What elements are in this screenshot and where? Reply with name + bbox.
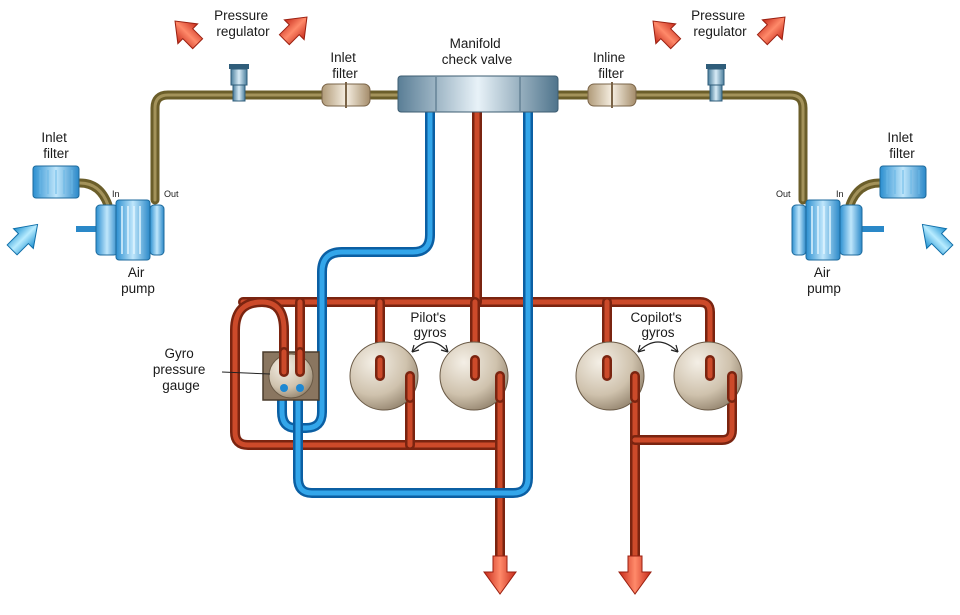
supply-line-right — [553, 90, 885, 210]
pressure-regulator-right-icon — [706, 64, 726, 102]
manifold-check-valve-icon — [397, 75, 559, 113]
pressure-regulator-right-label: Pressure regulator — [691, 8, 749, 39]
exhaust-arrow-icon — [483, 555, 517, 595]
air-pump-left-label: Air pump — [121, 265, 155, 296]
inlet-filter-right-label: Inlet filter — [887, 130, 916, 161]
pilot-gyro-right-icon — [439, 341, 509, 411]
gauge-lines — [277, 105, 533, 498]
air-pump-right-icon — [791, 199, 884, 261]
exhaust-arrow-icon — [618, 555, 652, 595]
pilots-gyros-label: Pilot's gyros — [410, 310, 449, 340]
inlet-filter-left-icon — [32, 165, 80, 199]
pump-in-right-label: In — [836, 189, 844, 199]
vacuum-lines — [230, 105, 737, 565]
copilot-gyro-left-icon — [575, 341, 645, 411]
exhaust-arrow-icon — [278, 16, 308, 46]
exhaust-arrow-icon — [174, 20, 204, 50]
pump-in-left-label: In — [112, 189, 120, 199]
copilot-gyros-link-arrow-icon — [637, 341, 679, 353]
inlet-filter-top-icon — [321, 82, 371, 108]
exhaust-arrow-icon — [756, 16, 786, 46]
pressure-regulator-left-label: Pressure regulator — [214, 8, 272, 39]
inlet-filter-right-icon — [879, 165, 927, 199]
gauge-leader-line — [221, 371, 271, 375]
supply-line-left — [75, 90, 405, 210]
exhaust-arrow-icon — [652, 20, 682, 50]
intake-arrow-icon — [6, 223, 39, 256]
pump-out-right-label: Out — [776, 189, 791, 199]
copilot-gyro-right-icon — [673, 341, 743, 411]
copilots-gyros-label: Copilot's gyros — [630, 310, 685, 340]
inlet-filter-left-label: Inlet filter — [41, 130, 70, 161]
air-pump-right-label: Air pump — [807, 265, 841, 296]
manifold-check-valve-label: Manifold check valve — [442, 36, 513, 67]
inlet-filter-top-label: Inlet filter — [330, 50, 359, 81]
pump-out-left-label: Out — [164, 189, 179, 199]
inline-filter-top-label: Inline filter — [593, 50, 629, 81]
gyro-pressure-gauge-icon — [262, 347, 320, 401]
pilot-gyro-left-icon — [349, 341, 419, 411]
gyro-pressure-gauge-label: Gyro pressure gauge — [153, 346, 209, 393]
pressure-regulator-left-icon — [229, 64, 249, 102]
inline-filter-top-icon — [587, 82, 637, 108]
pilot-gyros-link-arrow-icon — [411, 341, 449, 353]
intake-arrow-icon — [921, 223, 954, 256]
air-pump-left-icon — [76, 199, 165, 261]
